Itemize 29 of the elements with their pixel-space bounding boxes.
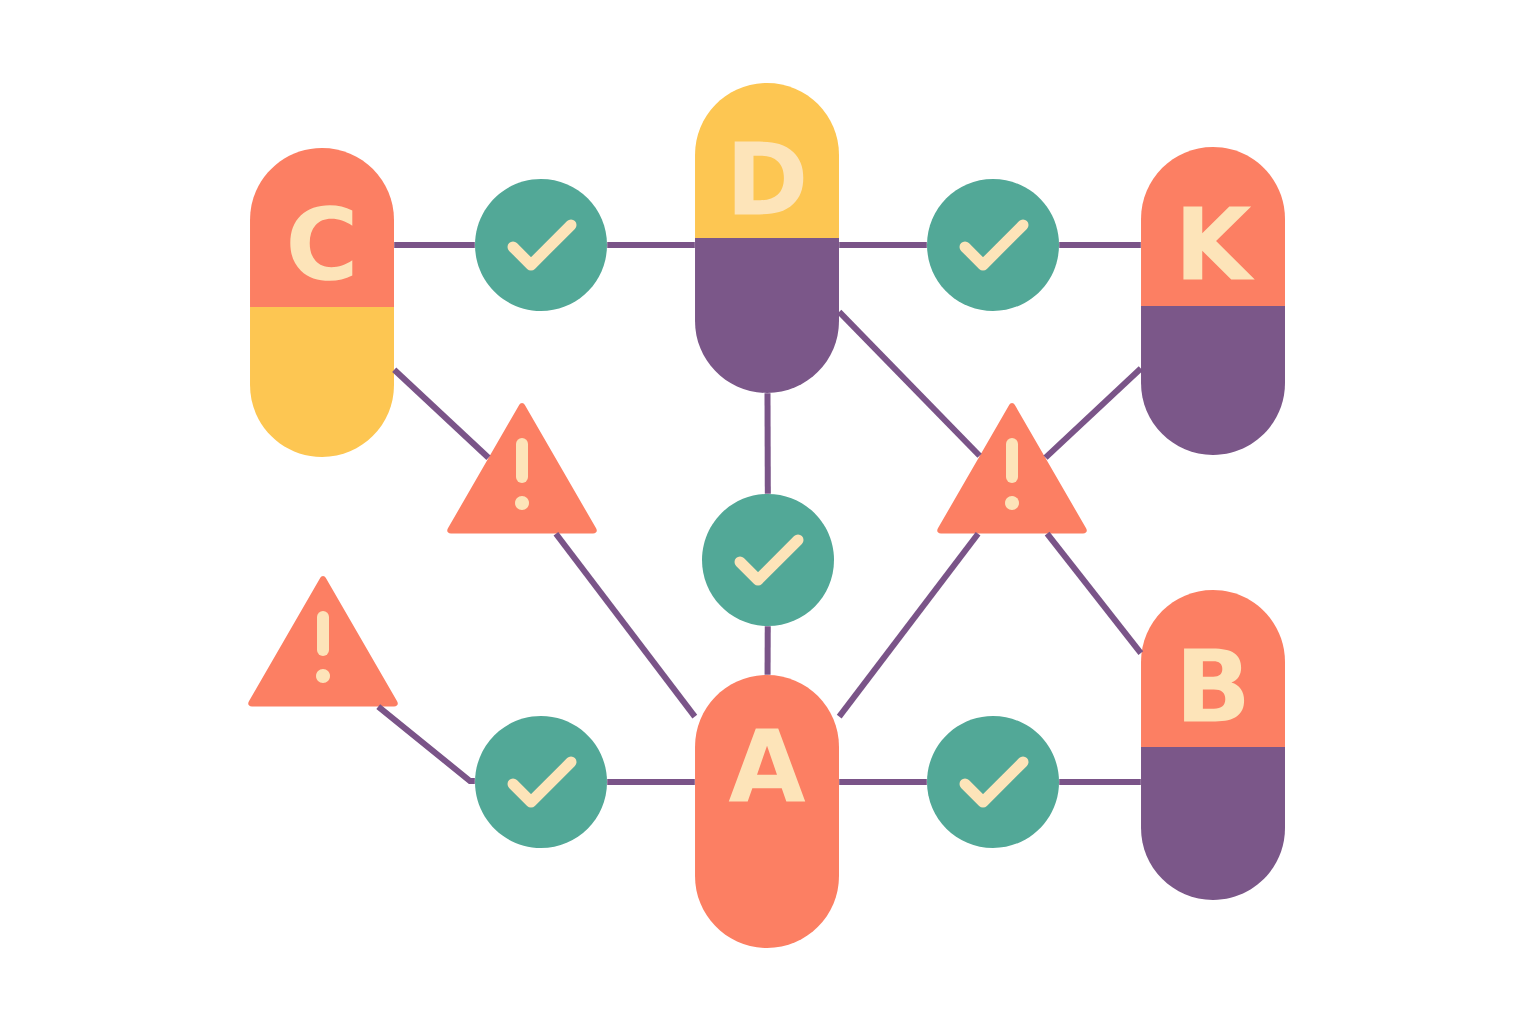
check-circle xyxy=(475,179,607,311)
warning-triangle xyxy=(937,403,1087,534)
connector-line xyxy=(1044,531,1144,655)
warning-triangle xyxy=(248,576,398,707)
capsule: A xyxy=(695,675,839,948)
connector-line xyxy=(839,242,927,248)
connector-line xyxy=(392,367,491,460)
connector-line xyxy=(839,779,927,785)
check-circle xyxy=(927,179,1059,311)
check-circle xyxy=(927,716,1059,848)
connector-line xyxy=(553,531,698,719)
connector-line xyxy=(376,704,475,785)
connector-line xyxy=(394,242,475,248)
connector-line xyxy=(764,626,771,675)
connector-line xyxy=(1043,366,1143,460)
connector-line xyxy=(607,779,695,785)
capsule: B xyxy=(1141,590,1285,900)
check-circle xyxy=(475,716,607,848)
connector-line xyxy=(836,531,981,719)
connector-line xyxy=(764,393,771,494)
capsule: C xyxy=(250,148,394,457)
connector-line xyxy=(1059,779,1141,785)
connector-line xyxy=(1059,242,1141,248)
warning-triangle xyxy=(447,403,597,534)
connector-line xyxy=(837,309,982,458)
check-circle xyxy=(702,494,834,626)
capsule: K xyxy=(1141,147,1285,455)
capsule: D xyxy=(695,83,839,393)
connector-line xyxy=(607,242,695,248)
